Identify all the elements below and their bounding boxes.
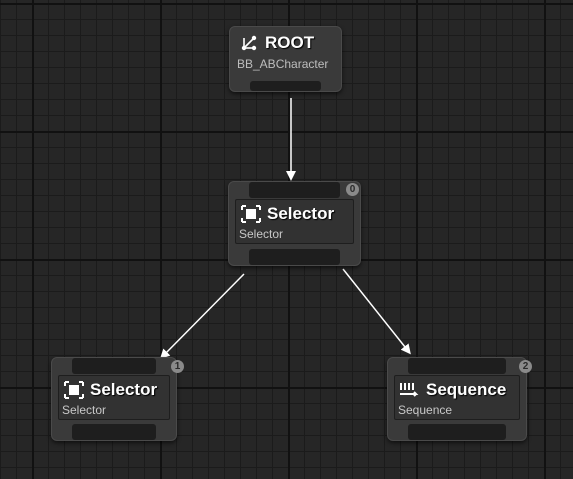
sequence-right-header: Sequence — [399, 380, 506, 400]
sequence-right-subtitle: Sequence — [398, 403, 453, 417]
execution-index-badge: 2 — [519, 360, 532, 373]
root-graph-icon — [240, 34, 258, 52]
selector-left-header: Selector — [63, 380, 157, 400]
wire-selector-to-selector — [159, 273, 245, 360]
sequence-node-right[interactable]: Sequence Sequence — [387, 357, 527, 441]
selector-main-input-pin[interactable] — [249, 182, 340, 198]
selector-main-body: Selector Selector — [235, 199, 354, 244]
root-node[interactable]: ROOT BB_ABCharacter — [229, 26, 342, 92]
selector-left-title: Selector — [90, 380, 158, 399]
sequence-right-title: Sequence — [426, 380, 507, 399]
root-node-header: ROOT — [240, 33, 314, 53]
selector-left-output-pin[interactable] — [72, 424, 156, 440]
selector-node-left[interactable]: Selector Selector — [51, 357, 177, 441]
sequence-right-input-pin[interactable] — [408, 358, 506, 374]
selector-main-title: Selector — [267, 204, 335, 223]
selector-node-main[interactable]: Selector Selector — [228, 181, 361, 266]
sequence-right-body: Sequence Sequence — [394, 375, 520, 420]
execution-index-badge: 1 — [171, 360, 184, 373]
selector-main-subtitle: Selector — [239, 227, 284, 241]
root-node-blackboard: BB_ABCharacter — [237, 57, 329, 71]
sequence-right-output-pin[interactable] — [408, 424, 506, 440]
sequence-icon — [399, 380, 421, 400]
selector-icon — [240, 204, 262, 224]
wire-selector-to-sequence — [342, 268, 411, 355]
root-node-title: ROOT — [265, 33, 315, 52]
root-output-pin[interactable] — [250, 81, 321, 91]
selector-left-input-pin[interactable] — [72, 358, 156, 374]
selector-left-body: Selector Selector — [58, 375, 170, 420]
selector-main-header: Selector — [240, 204, 334, 224]
execution-index-badge: 0 — [346, 183, 359, 196]
selector-icon — [63, 380, 85, 400]
selector-left-subtitle: Selector — [62, 403, 107, 417]
selector-main-output-pin[interactable] — [249, 249, 340, 265]
